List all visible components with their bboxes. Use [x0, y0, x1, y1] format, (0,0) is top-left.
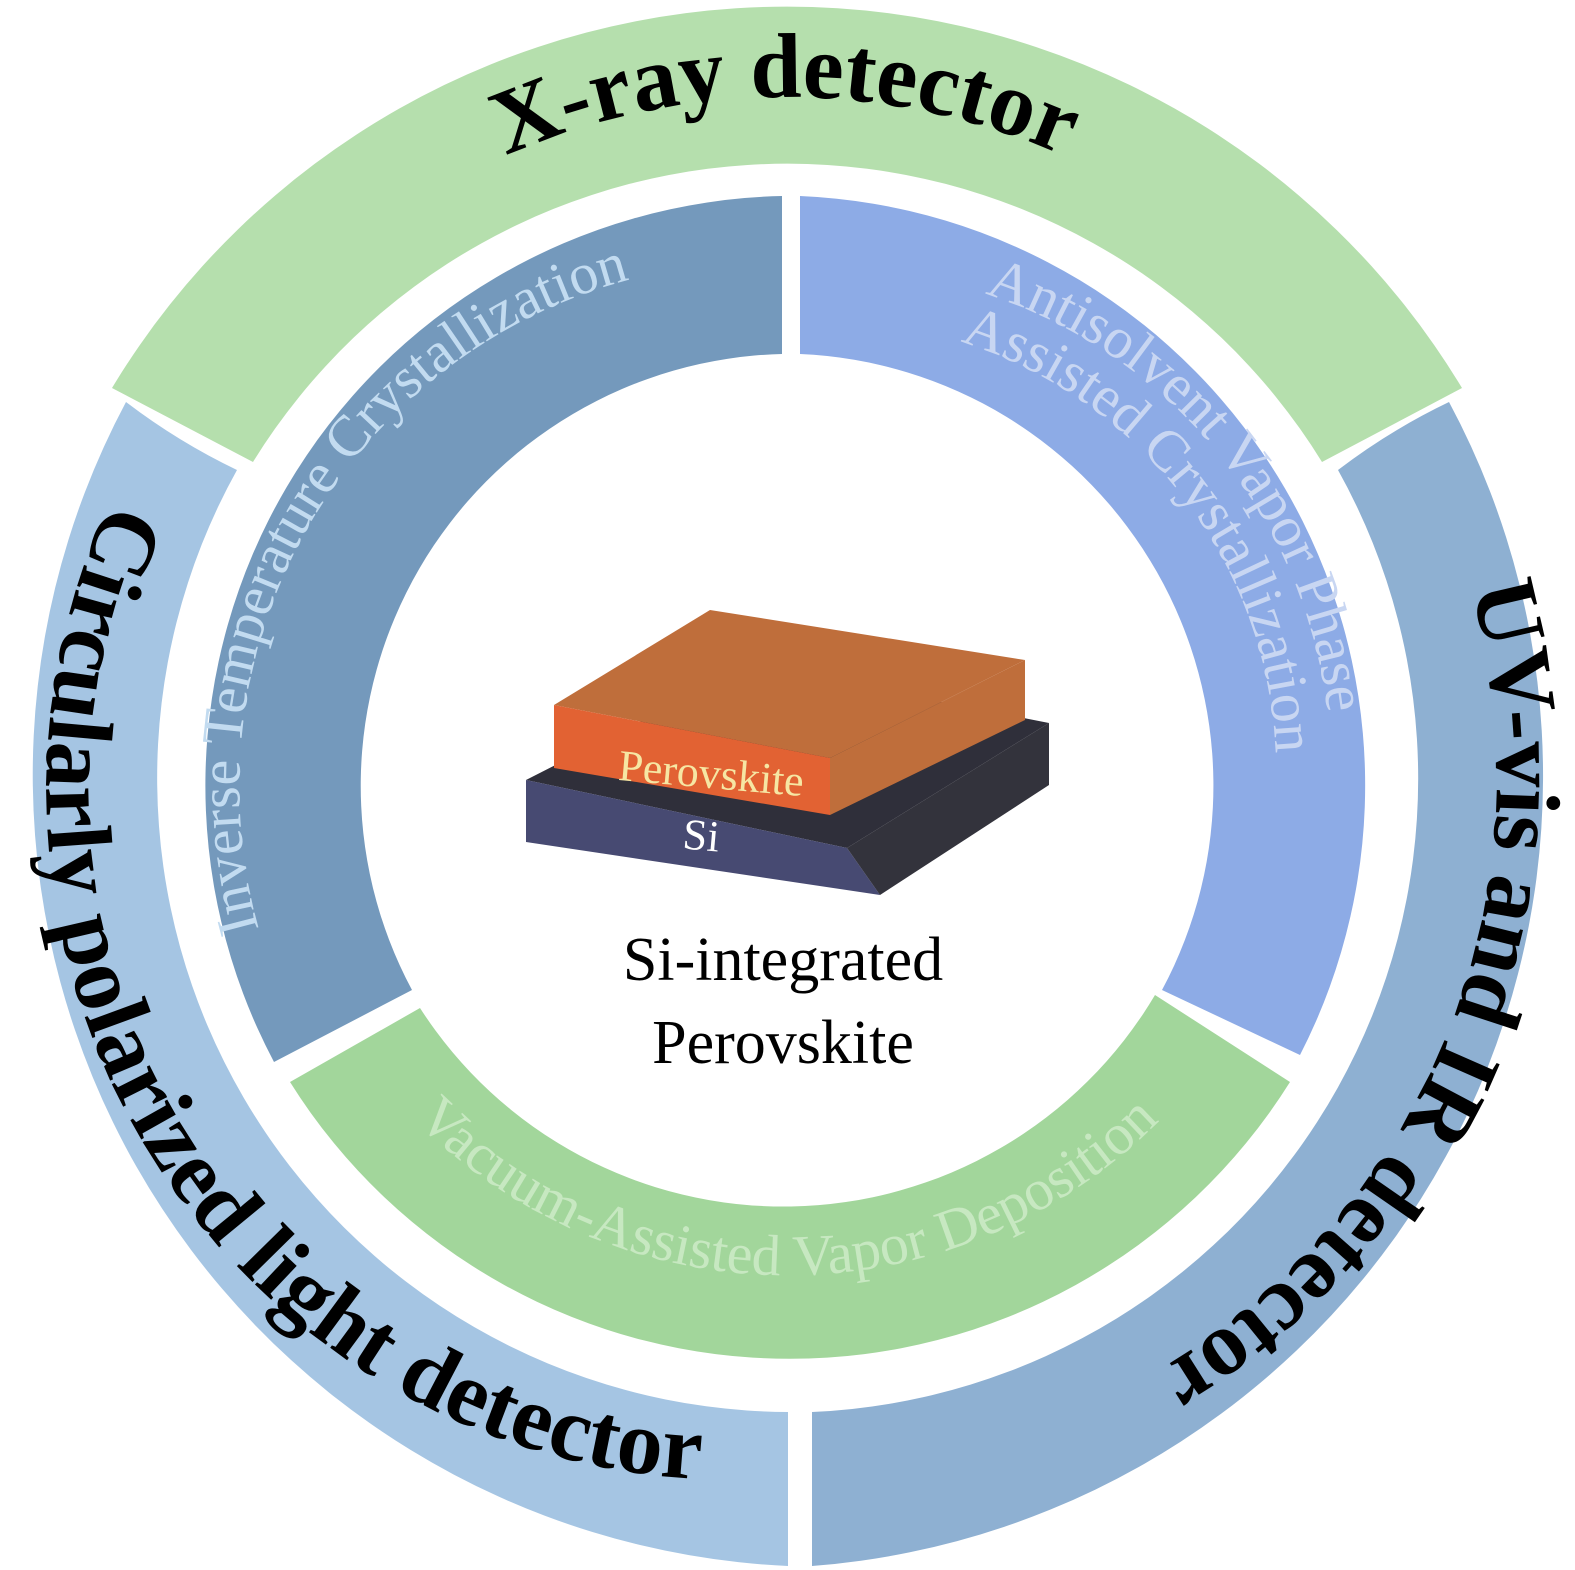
perovskite-layer-top	[554, 610, 1025, 758]
circularly-polarized-light-detector-segment	[32, 402, 788, 1566]
vacuum-assisted-vapor-deposition-segment	[290, 995, 1290, 1359]
si-layer-front	[526, 780, 880, 895]
center-title-line2: Perovskite	[652, 1009, 914, 1077]
antisolvent-vapor-crystallization-segment	[800, 196, 1366, 1055]
device-stack-illustration: Perovskite Si	[526, 610, 1049, 895]
uv-vis-ir-detector-segment	[812, 402, 1544, 1566]
center-title-line1: Si-integrated	[623, 926, 943, 994]
si-layer-label: Si	[681, 810, 722, 862]
xray-detector-segment	[112, 6, 1462, 463]
perovskite-layer-front	[554, 705, 830, 815]
perovskite-layer-side	[830, 660, 1025, 815]
si-layer-side	[847, 723, 1049, 895]
inverse-temperature-crystallization-segment	[205, 196, 783, 1062]
